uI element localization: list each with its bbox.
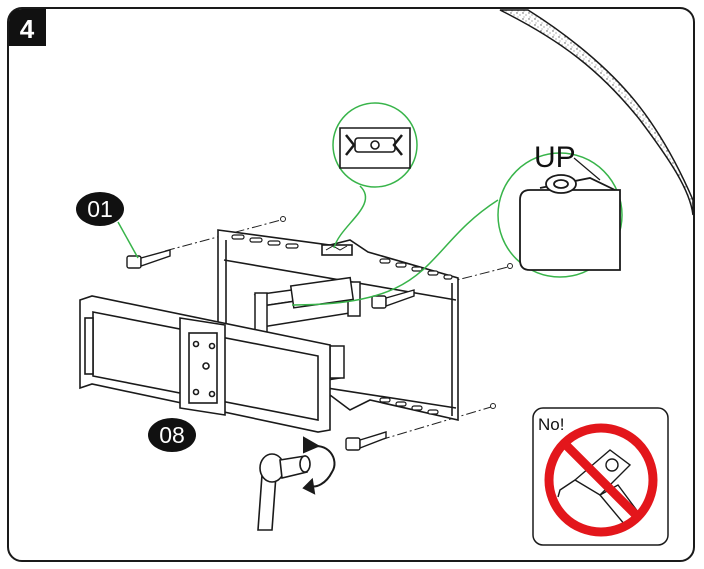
step-number: 4	[20, 14, 35, 44]
level-detail-callout	[332, 102, 418, 249]
mount-plate	[179, 317, 226, 416]
step-number-tab: 4	[9, 9, 46, 46]
warning-label: No!	[538, 415, 564, 434]
wall-surface	[499, 9, 694, 216]
orientation-label: UP	[534, 141, 576, 174]
warning-box: No!	[532, 407, 669, 546]
part-number-08: 08	[159, 422, 185, 448]
no-power-drill-icon	[544, 423, 658, 537]
rotate-clockwise-icon	[302, 436, 336, 495]
socket-wrench-icon	[257, 453, 311, 531]
lag-screw-bottom	[345, 431, 387, 451]
part-badge-01: 01	[76, 192, 139, 259]
lag-screw-middle	[371, 289, 415, 309]
lag-screw-top	[126, 249, 171, 269]
wall-drill-holes	[280, 216, 513, 409]
part-number-01: 01	[87, 196, 113, 222]
panel-border	[7, 7, 695, 562]
orientation-detail-callout: UP	[291, 141, 623, 306]
part-badge-08: 08	[148, 418, 196, 452]
